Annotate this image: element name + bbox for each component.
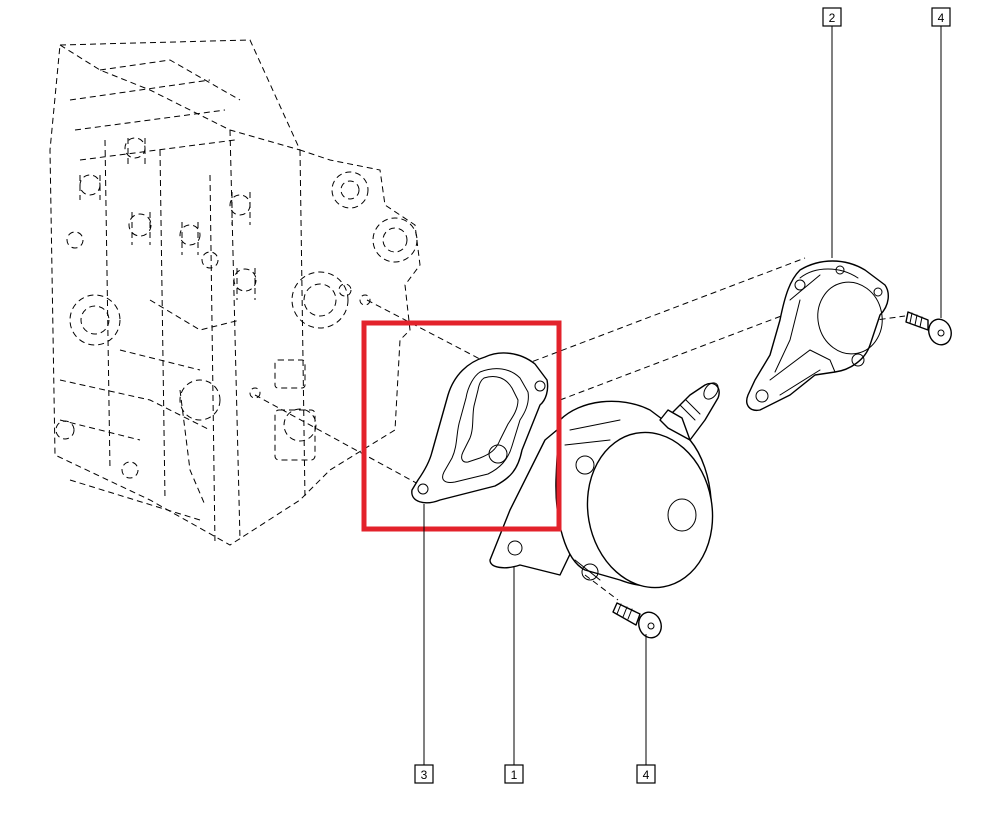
- callout-part-2: 2: [822, 7, 842, 27]
- callout-part-4-top: 4: [931, 7, 951, 27]
- cover-part-2: [746, 260, 889, 412]
- callout-part-4-bottom: 4: [636, 764, 656, 784]
- highlight-frame: [361, 320, 562, 532]
- svg-text:4: 4: [938, 11, 945, 25]
- engine-block-outline: [49, 39, 421, 546]
- leader-lines: [423, 26, 942, 765]
- vacuum-pump-part-1: [489, 382, 720, 589]
- svg-text:3: 3: [421, 768, 428, 782]
- svg-text:2: 2: [829, 11, 836, 25]
- bolt-part-4-bottom: [612, 602, 662, 639]
- bolt-part-4-top: [905, 311, 952, 346]
- callout-part-3: 3: [414, 764, 434, 784]
- gasket-part-3: [411, 352, 549, 504]
- svg-text:4: 4: [643, 768, 650, 782]
- svg-text:1: 1: [511, 768, 518, 782]
- callout-part-1: 1: [504, 764, 524, 784]
